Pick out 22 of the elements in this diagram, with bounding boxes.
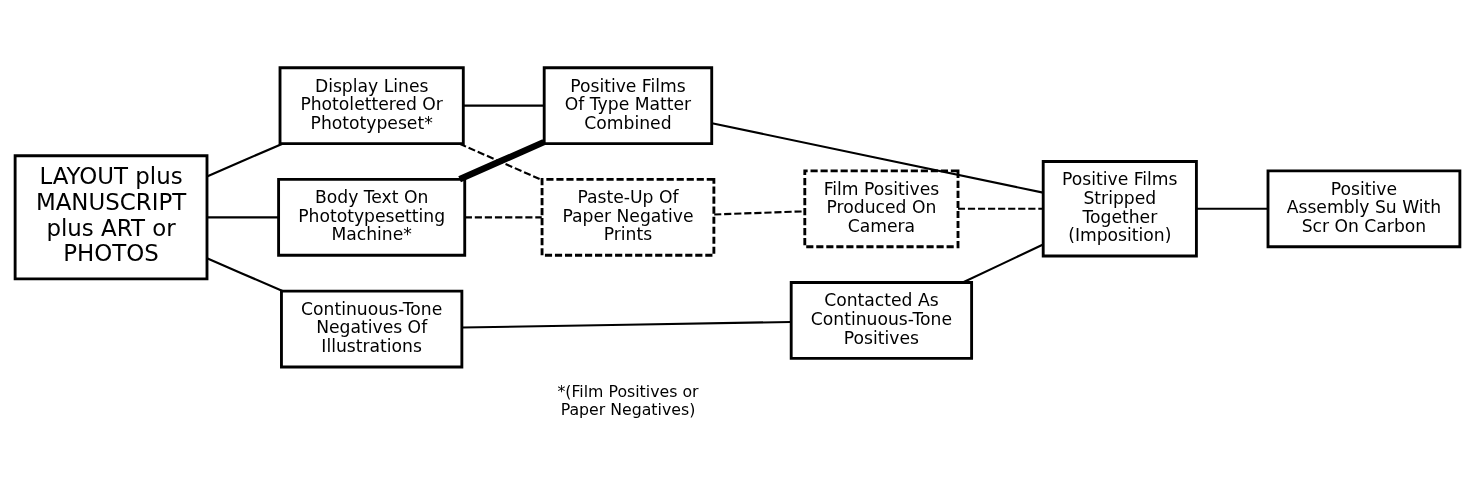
connector	[464, 215, 542, 218]
node-box: Body Text On Phototypesetting Machine*	[277, 177, 467, 257]
node-box: Paste-Up Of Paper Negative Prints	[540, 177, 716, 257]
connector	[958, 207, 1044, 210]
connector	[463, 104, 544, 107]
node-box: Contacted As Continuous-Tone Positives	[789, 280, 974, 360]
node-box: Positive Assembly Su With Scr On Carbon	[1266, 168, 1462, 248]
connector	[207, 215, 279, 218]
node-box: Positive Films Of Type Matter Combined	[542, 65, 714, 145]
connector	[206, 256, 283, 292]
node-box: Continuous-Tone Negatives Of Illustrations	[280, 289, 464, 368]
connector	[206, 142, 283, 177]
connector	[714, 209, 805, 216]
node-box: Film Positives Produced On Camera	[803, 168, 960, 248]
node-box: LAYOUT plus MANUSCRIPT plus ART or PHOTOS	[13, 153, 209, 280]
label: *(Film Positives or Paper Negatives)	[557, 381, 699, 419]
connector	[962, 243, 1044, 283]
node-box: Display Lines Photolettered Or Phototypeset*	[278, 65, 465, 145]
node-box: Positive Films Stripped Together (Imposition)	[1041, 159, 1198, 257]
connector	[711, 121, 1044, 194]
connector	[1196, 207, 1268, 210]
connector	[462, 320, 791, 329]
